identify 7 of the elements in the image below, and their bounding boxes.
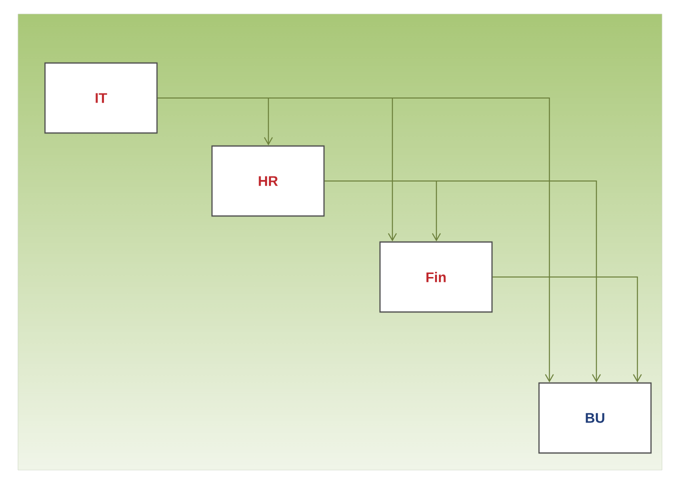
arrow [157,98,554,382]
process-box: BU [538,382,652,454]
process-box: IT [44,62,158,134]
arrow [324,180,601,382]
process-box: Fin [379,241,493,313]
arrow [492,276,642,382]
process-box: HR [211,145,325,217]
